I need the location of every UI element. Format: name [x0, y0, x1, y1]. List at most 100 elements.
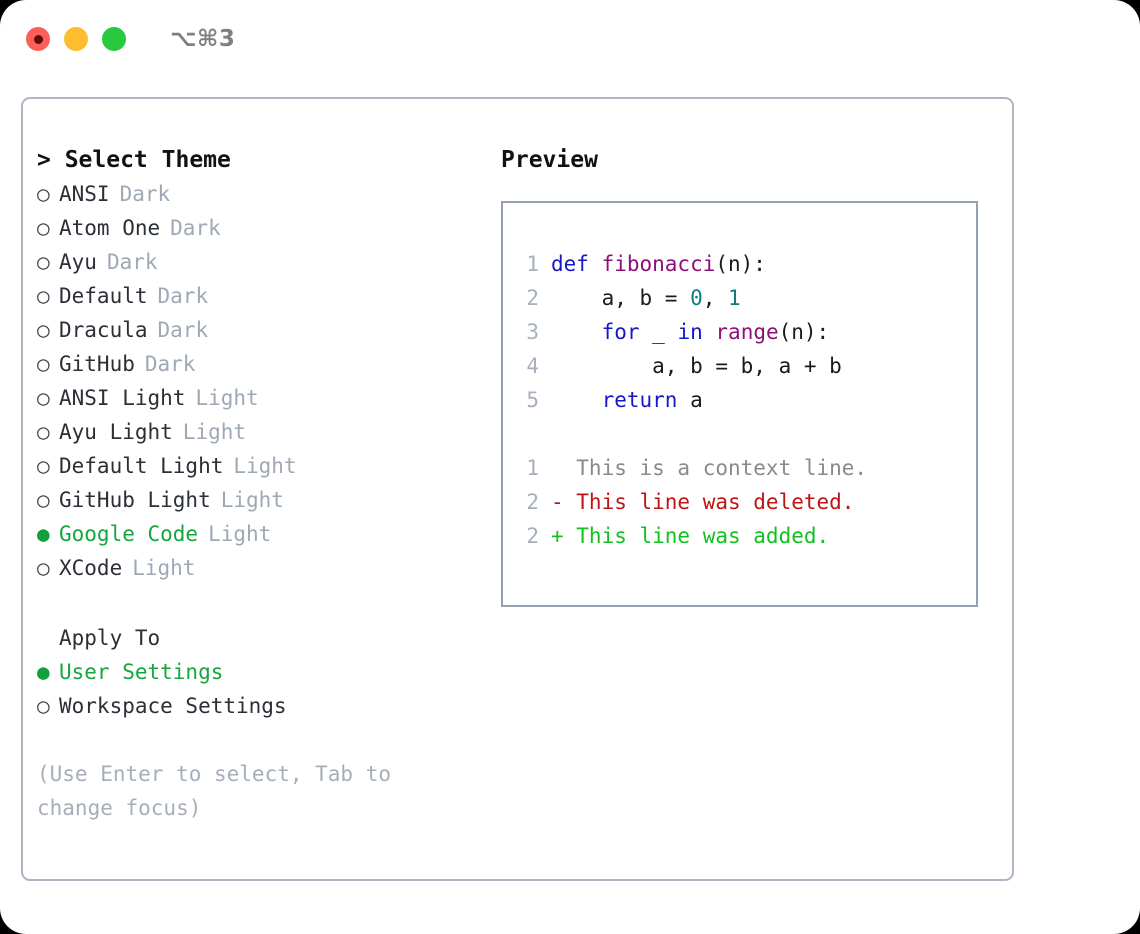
- diff-content: - This line was deleted.: [551, 490, 855, 514]
- theme-variant-tag: Light: [195, 386, 259, 410]
- radio-unselected-icon: ○: [37, 556, 50, 580]
- theme-option-google-code[interactable]: ● Google Code Light: [37, 517, 497, 551]
- code-line: 5 return a: [503, 383, 976, 417]
- code-token: return: [601, 388, 678, 412]
- radio-unselected-icon: ○: [37, 454, 50, 478]
- theme-variant-tag: Dark: [157, 284, 209, 308]
- code-token: fibonacci: [601, 252, 716, 276]
- title-bar: ⌥⌘3: [0, 0, 1140, 78]
- select-theme-header: > Select Theme: [37, 147, 231, 173]
- code-diff-separator: [503, 417, 976, 451]
- theme-variant-tag: Dark: [144, 352, 196, 376]
- code-token: _: [639, 320, 678, 344]
- theme-variant-tag: Light: [132, 556, 196, 580]
- apply-to-option-label: User Settings: [59, 660, 224, 684]
- theme-variant-tag: Light: [182, 420, 247, 444]
- line-number: 1: [526, 252, 539, 276]
- code-token: in: [677, 320, 703, 344]
- line-number: 1: [526, 456, 539, 480]
- theme-variant-tag: Dark: [170, 216, 221, 240]
- code-content: a, b = b, a + b: [551, 349, 842, 383]
- theme-option-label: Ayu: [59, 250, 97, 274]
- theme-option-ansi-light[interactable]: ○ ANSI Light Light: [37, 381, 497, 415]
- radio-unselected-icon: ○: [37, 352, 50, 376]
- radio-unselected-icon: ○: [37, 386, 50, 410]
- theme-option-ayu-light[interactable]: ○ Ayu Light Light: [37, 415, 497, 449]
- blank-bullet-icon: ○: [37, 621, 59, 655]
- code-token: a, b = b, a + b: [551, 354, 842, 378]
- theme-option-label: Google Code: [59, 522, 199, 546]
- code-token: 1: [728, 286, 741, 310]
- code-line: 2 a, b = 0, 1: [503, 281, 976, 315]
- section-spacer: [37, 585, 497, 621]
- minimize-window-button[interactable]: [64, 27, 88, 51]
- line-number: 2: [526, 524, 539, 548]
- code-token: [551, 320, 602, 344]
- code-token: def: [551, 252, 602, 276]
- keyboard-hint: (Use Enter to select, Tab to change focu…: [37, 762, 392, 820]
- diff-sample: 1 This is a context line. 2 - This line wa…: [503, 451, 976, 553]
- theme-variant-tag: Dark: [157, 318, 209, 342]
- close-icon: [33, 34, 43, 44]
- code-line: 4 a, b = b, a + b: [503, 349, 976, 383]
- radio-unselected-icon: ○: [37, 488, 50, 512]
- traffic-light-group: [26, 27, 126, 51]
- theme-variant-tag: Light: [233, 454, 297, 478]
- theme-option-label: Dracula: [59, 318, 148, 342]
- code-token: (n):: [715, 252, 766, 276]
- theme-option-github[interactable]: ○ GitHub Dark: [37, 347, 497, 381]
- diff-line-ctx: 1 This is a context line.: [503, 451, 976, 485]
- theme-option-label: GitHub Light: [59, 488, 211, 512]
- radio-selected-icon: ●: [37, 660, 50, 684]
- code-token: ,: [702, 286, 729, 310]
- line-number: 4: [526, 354, 539, 378]
- theme-option-label: GitHub: [59, 352, 135, 376]
- code-token: (n):: [778, 320, 830, 344]
- code-token: 0: [690, 286, 703, 310]
- theme-option-dracula[interactable]: ○ Dracula Dark: [37, 313, 497, 347]
- theme-option-label: ANSI Light: [59, 386, 186, 410]
- code-token: [703, 320, 716, 344]
- diff-content: This is a context line.: [551, 456, 868, 480]
- code-content: for _ in range(n):: [551, 315, 830, 349]
- line-number: 2: [526, 286, 539, 310]
- diff-content: + This line was added.: [551, 524, 830, 548]
- apply-to-header-row: ○Apply To: [37, 621, 497, 655]
- radio-unselected-icon: ○: [37, 318, 50, 342]
- keyboard-shortcut-label: ⌥⌘3: [170, 26, 236, 52]
- code-token: a: [677, 388, 703, 412]
- apply-to-option-workspace-settings[interactable]: ○ Workspace Settings: [37, 689, 497, 723]
- theme-option-label: Ayu Light: [59, 420, 173, 444]
- code-token: [551, 388, 602, 412]
- line-number: 3: [526, 320, 539, 344]
- apply-to-list[interactable]: ● User Settings ○ Workspace Settings: [37, 655, 497, 723]
- theme-variant-tag: Dark: [106, 250, 158, 274]
- apply-to-option-user-settings[interactable]: ● User Settings: [37, 655, 497, 689]
- theme-variant-tag: Light: [208, 522, 272, 546]
- radio-unselected-icon: ○: [37, 694, 50, 718]
- apply-to-option-label: Workspace Settings: [59, 694, 287, 718]
- theme-option-label: ANSI: [59, 182, 110, 206]
- code-line: 1 def fibonacci(n):: [503, 247, 976, 281]
- line-number: 2: [526, 490, 539, 514]
- code-token: for: [601, 320, 640, 344]
- radio-selected-icon: ●: [37, 522, 50, 546]
- theme-variant-tag: Dark: [119, 182, 171, 206]
- close-window-button[interactable]: [26, 27, 50, 51]
- maximize-window-button[interactable]: [102, 27, 126, 51]
- radio-unselected-icon: ○: [37, 420, 50, 444]
- apply-to-header: Apply To: [59, 626, 161, 650]
